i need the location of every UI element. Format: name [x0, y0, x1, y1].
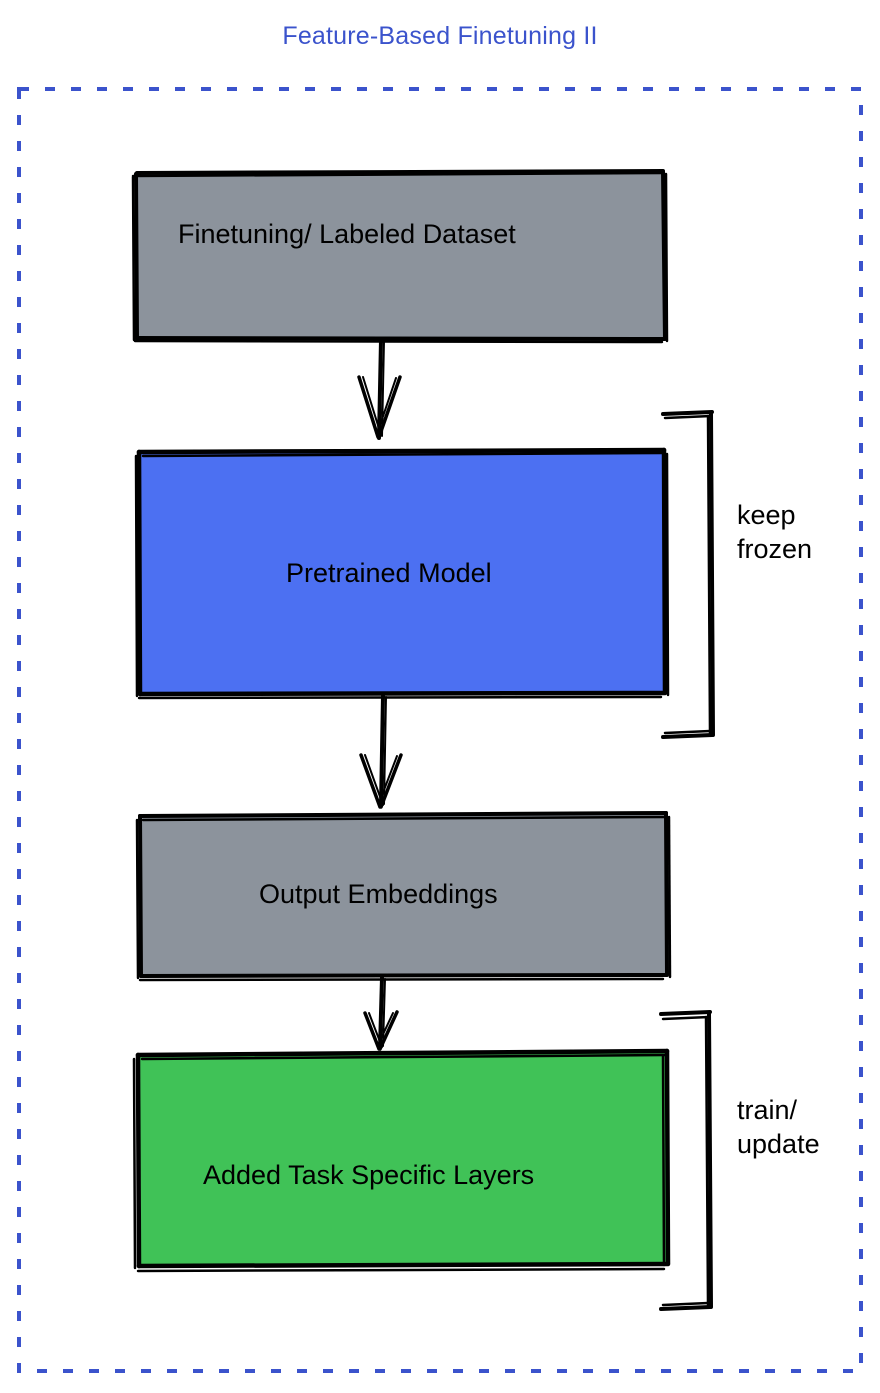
bracket-keep-frozen [661, 410, 715, 739]
arrow-embeddings-to-layers [363, 976, 399, 1051]
node-finetuning-dataset[interactable] [131, 169, 669, 344]
node-output-embeddings[interactable] [135, 811, 672, 982]
feature-based-finetuning-frame [17, 87, 863, 1373]
annotation-train-update: train/ update [737, 1095, 820, 1159]
node-pretrained-model[interactable] [134, 447, 670, 700]
annotation-keep-frozen: keep frozen [737, 500, 813, 564]
node-added-task-specific-layers[interactable] [132, 1048, 671, 1273]
page-title: Feature-Based Finetuning II [282, 22, 598, 50]
arrow-dataset-to-model [357, 338, 402, 440]
arrow-model-to-embeddings [359, 694, 403, 809]
bracket-train-update [659, 1010, 713, 1311]
